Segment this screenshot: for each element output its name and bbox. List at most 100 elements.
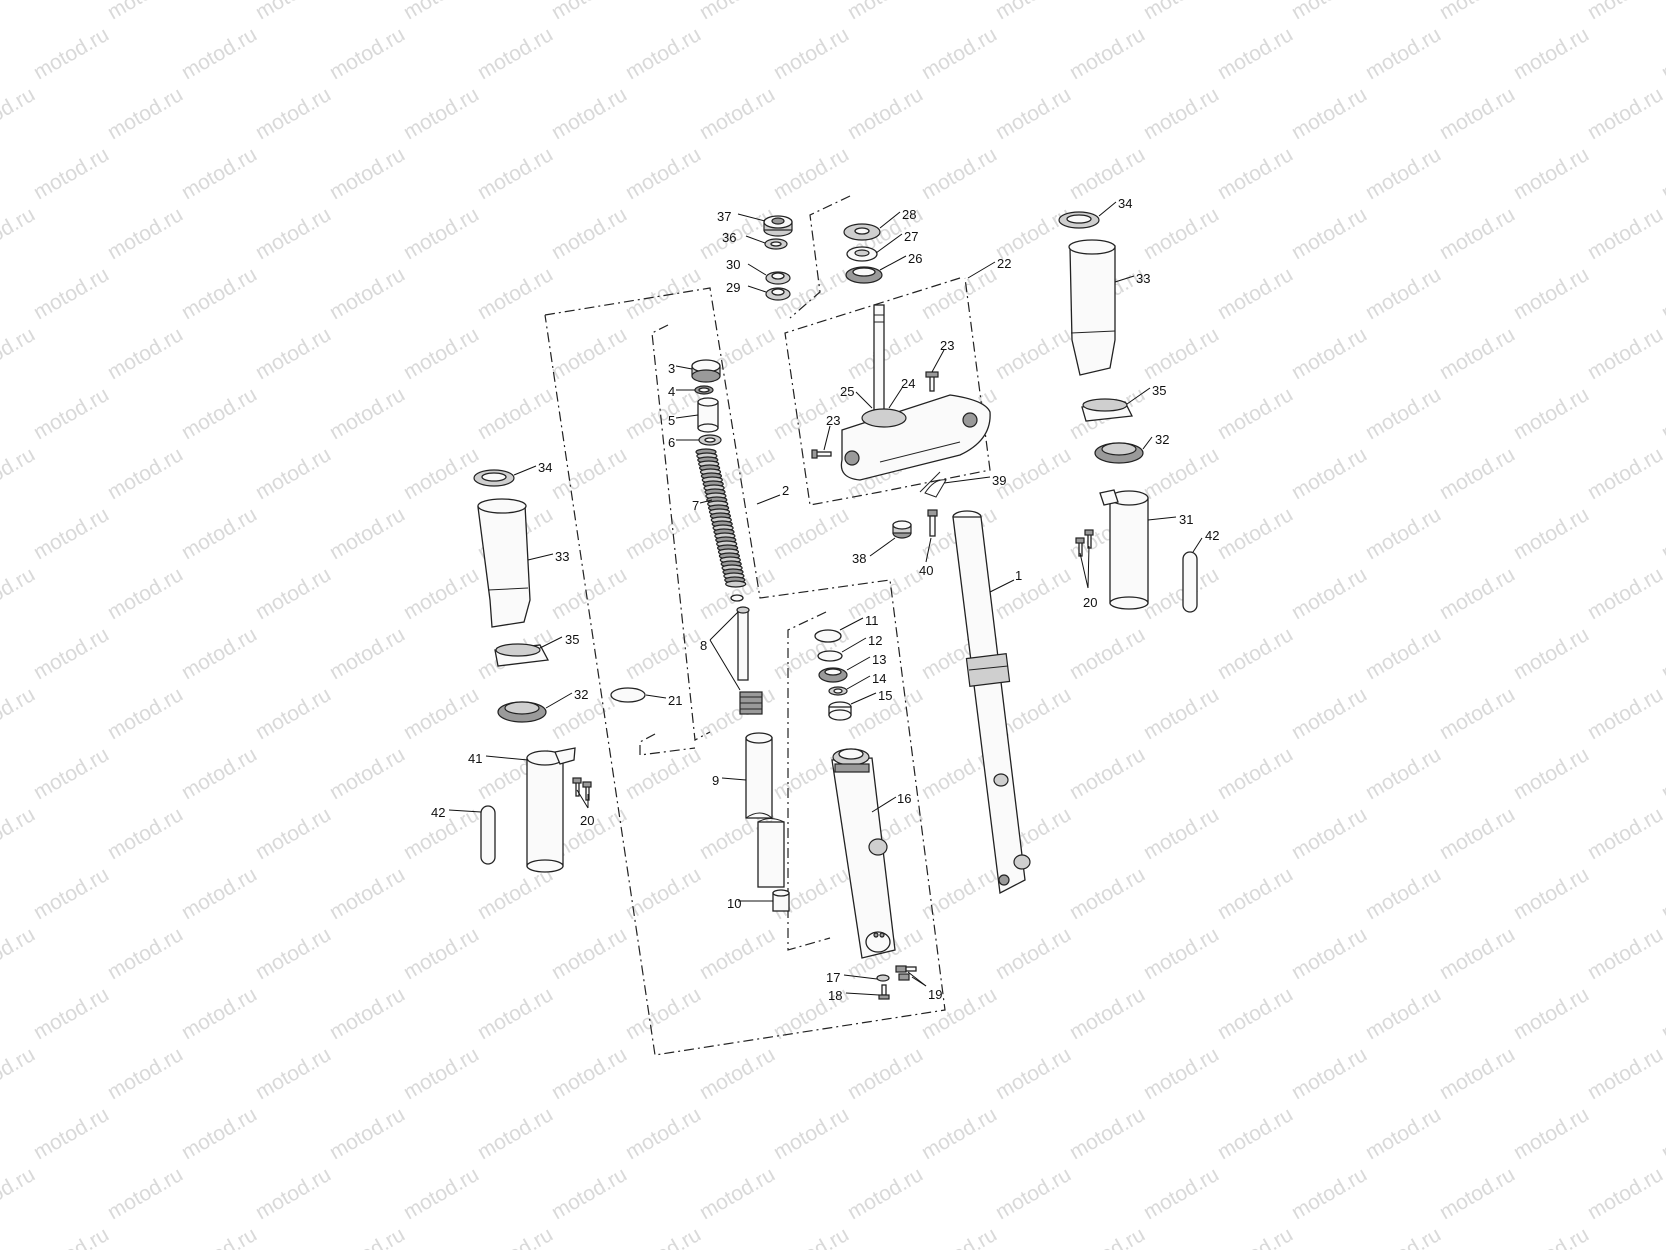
watermark-text: motod.ru [1362, 263, 1445, 324]
part-41-lower-cover [526, 747, 576, 873]
callout-label: 31 [1179, 512, 1193, 527]
leader-line [675, 365, 693, 370]
part-1-outer-slider [952, 510, 1031, 895]
callout-label: 37 [717, 209, 731, 224]
watermark-text: motod.ru [1140, 1043, 1223, 1104]
watermark-text: motod.ru [1658, 863, 1666, 924]
watermark-text: motod.ru [104, 83, 187, 144]
part-3-cap [691, 359, 721, 383]
leader-line [1079, 552, 1089, 589]
watermark-text: motod.ru [1140, 443, 1223, 504]
leader-line [1126, 387, 1151, 405]
leader-line [855, 391, 873, 409]
watermark-text: motod.ru [1658, 983, 1666, 1044]
watermark-text: motod.ru [622, 23, 705, 84]
watermark-text: motod.ru [326, 263, 409, 324]
watermark-text: motod.ru [30, 143, 113, 204]
watermark-text: motod.ru [326, 23, 409, 84]
watermark-text: motod.ru [1584, 683, 1666, 744]
watermark-text: motod.ru [548, 0, 631, 24]
part-22-triple-clamp [840, 304, 991, 481]
watermark-text: motod.ru [918, 23, 1001, 84]
leader-line [989, 579, 1015, 593]
watermark-text: motod.ru [1288, 443, 1371, 504]
watermark-text: motod.ru [326, 503, 409, 564]
part-39-clip [919, 471, 947, 498]
watermark-text: motod.ru [1288, 323, 1371, 384]
watermark-text: motod.ru [1214, 383, 1297, 444]
watermark-text: motod.ru [1510, 743, 1593, 804]
part-19-screw [895, 965, 917, 981]
watermark-text: motod.ru [252, 803, 335, 864]
watermark-text: motod.ru [104, 443, 187, 504]
watermark-text: motod.ru [1214, 1103, 1297, 1164]
watermark-text: motod.ru [622, 263, 705, 324]
watermark-text: motod.ru [400, 83, 483, 144]
part-23-bolt-upper [925, 371, 939, 392]
watermark-text: motod.ru [1214, 263, 1297, 324]
watermark-text: motod.ru [474, 383, 557, 444]
leader-line [745, 235, 766, 244]
leader-line [846, 675, 871, 690]
part-12-seal [817, 650, 843, 662]
watermark-text: motod.ru [252, 323, 335, 384]
leader-line [485, 755, 529, 761]
leader-lines [448, 201, 1203, 996]
callout-label: 14 [872, 671, 886, 686]
watermark-text: motod.ru [1066, 743, 1149, 804]
part-34-ring-left [473, 469, 515, 487]
leader-line [943, 476, 991, 484]
watermark-text: motod.ru [1658, 23, 1666, 84]
watermark-text: motod.ru [548, 323, 631, 384]
leader-line [931, 349, 945, 373]
watermark-text: motod.ru [252, 0, 335, 24]
watermark-text: motod.ru [30, 1103, 113, 1164]
part-32-bearing-right [1094, 442, 1144, 464]
group-outlines [544, 195, 991, 1056]
callout-label: 39 [992, 473, 1006, 488]
watermark-text: motod.ru [1436, 563, 1519, 624]
leader-line [709, 611, 739, 641]
watermark-text: motod.ru [178, 23, 261, 84]
watermark-text: motod.ru [1140, 0, 1223, 24]
watermark-text: motod.ru [918, 1103, 1001, 1164]
watermark-text: motod.ru [104, 1043, 187, 1104]
watermark-text: motod.ru [1214, 23, 1297, 84]
callout-label: 19 [928, 987, 942, 1002]
leader-line [1087, 545, 1090, 589]
watermark-text: motod.ru [0, 443, 39, 504]
watermark-text: motod.ru [548, 83, 631, 144]
leader-line [843, 974, 878, 980]
watermark-text: motod.ru [1140, 323, 1223, 384]
part-33-boot-left [477, 498, 531, 628]
callout-label: 12 [868, 633, 882, 648]
watermark-text: motod.ru [992, 563, 1075, 624]
watermark-text: motod.ru [1584, 203, 1666, 264]
callout-label: 27 [904, 229, 918, 244]
watermark-text: motod.ru [918, 143, 1001, 204]
watermark-text: motod.ru [992, 83, 1075, 144]
watermark-text: motod.ru [1140, 803, 1223, 864]
watermark-text: motod.ru [30, 1223, 113, 1250]
callout-label: 11 [865, 613, 879, 628]
watermark-text: motod.ru [1510, 863, 1593, 924]
callout-label: 23 [826, 413, 840, 428]
part-23-bolt-lower [811, 449, 832, 459]
outline-top-group [789, 195, 851, 319]
watermark-text: motod.ru [326, 1103, 409, 1164]
watermark-text: motod.ru [178, 623, 261, 684]
watermark-text: motod.ru [1066, 1223, 1149, 1250]
watermark-text: motod.ru [104, 803, 187, 864]
callout-label: 7 [692, 498, 699, 513]
watermark-text: motod.ru [252, 563, 335, 624]
watermark-text: motod.ru [1362, 983, 1445, 1044]
callout-label: 21 [668, 693, 682, 708]
callout-label: 8 [700, 638, 707, 653]
watermark-text: motod.ru [1436, 323, 1519, 384]
watermark-text: motod.ru [622, 743, 705, 804]
leader-line [925, 537, 932, 563]
watermark-text: motod.ru [0, 323, 39, 384]
part-7-spring [695, 448, 747, 588]
watermark-text: motod.ru [1584, 923, 1666, 984]
